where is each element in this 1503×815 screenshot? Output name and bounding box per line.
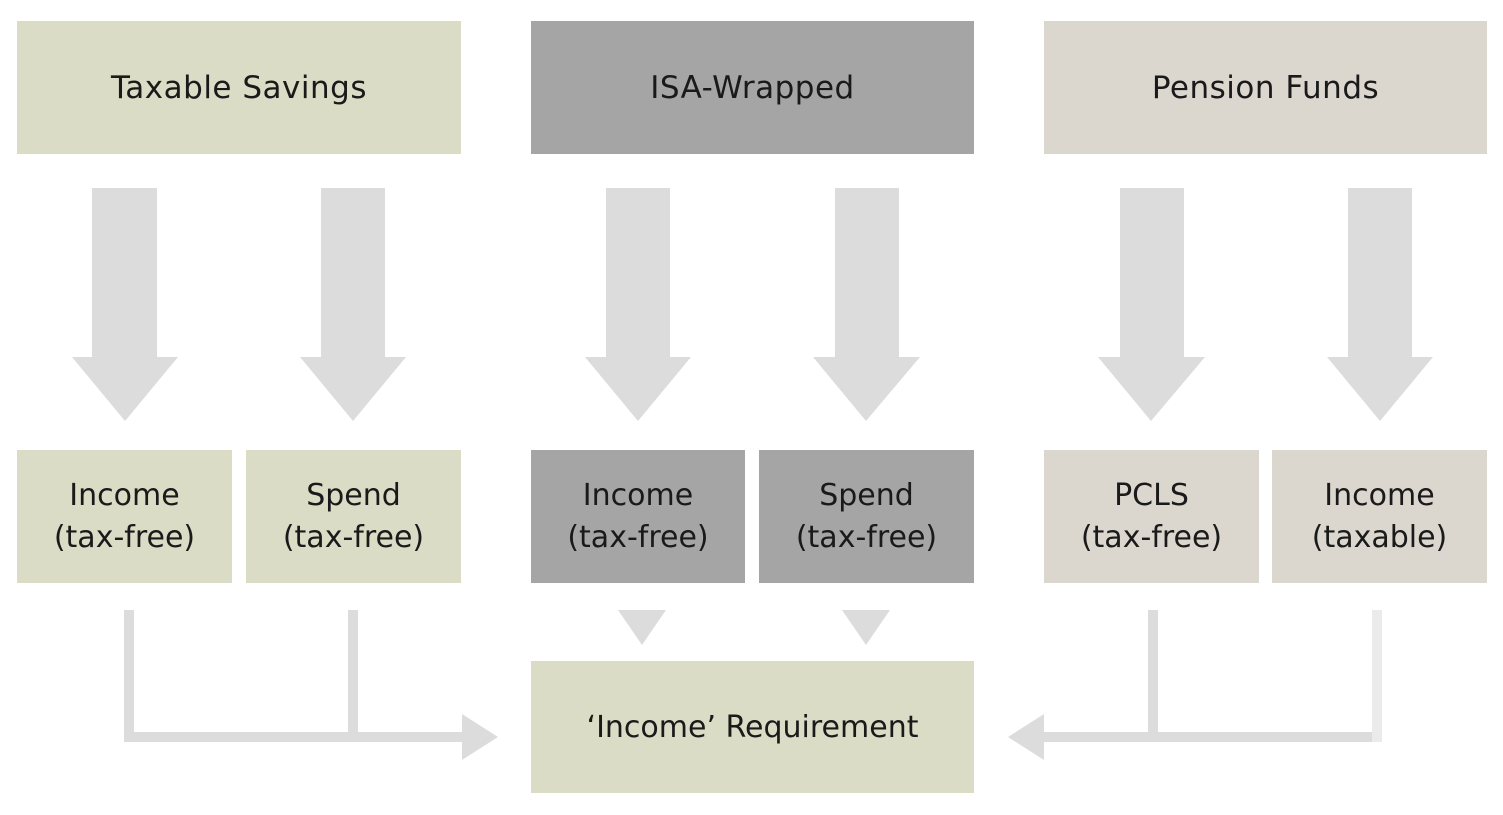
result-label: ‘Income’ Requirement (586, 709, 919, 745)
down-arrow-taxable-income (72, 188, 178, 421)
output-isa-income: Income (tax-free) (531, 450, 745, 583)
output-line1: Income (1324, 477, 1435, 513)
output-line1: Income (582, 477, 694, 513)
output-line1: PCLS (1114, 477, 1189, 513)
source-taxable-savings: Taxable Savings (17, 21, 461, 154)
output-line2: (tax-free) (1080, 519, 1223, 555)
output-line2: (tax-free) (795, 519, 938, 555)
small-arrow-isa-spend (842, 610, 890, 645)
down-arrow-taxable-spend (300, 188, 406, 421)
source-isa-wrapped: ISA-Wrapped (531, 21, 974, 154)
output-line1: Income (69, 477, 180, 513)
output-line2: (tax-free) (53, 519, 196, 555)
source-pension-funds: Pension Funds (1044, 21, 1487, 154)
down-arrow-isa-spend (813, 188, 920, 421)
output-line1: Spend (306, 477, 401, 513)
output-pension-income: Income (taxable) (1272, 450, 1487, 583)
down-arrow-pension-pcls (1098, 188, 1205, 421)
source-label: Taxable Savings (111, 69, 367, 106)
output-line2: (tax-free) (567, 519, 709, 555)
income-requirement-box: ‘Income’ Requirement (531, 661, 974, 793)
output-taxable-income: Income (tax-free) (17, 450, 232, 583)
left-connector (124, 610, 498, 760)
output-isa-spend: Spend (tax-free) (759, 450, 974, 583)
right-connector (1008, 610, 1374, 760)
source-label: Pension Funds (1151, 69, 1380, 106)
source-label: ISA-Wrapped (650, 69, 855, 106)
output-taxable-spend: Spend (tax-free) (246, 450, 461, 583)
small-arrow-isa-income (618, 610, 666, 645)
right-connector-light (1372, 610, 1382, 742)
down-arrow-isa-income (585, 188, 691, 421)
output-pension-pcls: PCLS (tax-free) (1044, 450, 1259, 583)
down-arrow-pension-income (1327, 188, 1433, 421)
output-line2: (taxable) (1311, 519, 1448, 555)
output-line2: (tax-free) (282, 519, 425, 555)
output-line1: Spend (819, 477, 914, 513)
